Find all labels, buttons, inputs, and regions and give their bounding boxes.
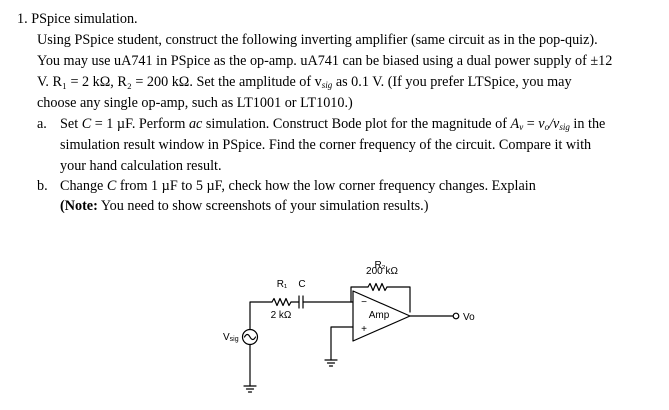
opamp-label: Amp bbox=[369, 310, 390, 321]
intro-line-1: Using PSpice student, construct the foll… bbox=[37, 32, 598, 48]
wire-plus-to-ground bbox=[330, 326, 354, 361]
intro-line-4: choose any single op-amp, such as LT1001… bbox=[37, 95, 353, 111]
ground-symbol-plus bbox=[324, 359, 338, 367]
wire-r2-to-output bbox=[386, 286, 411, 313]
r2-resistor bbox=[367, 282, 388, 292]
problem-number: 1. bbox=[17, 11, 28, 27]
opamp-minus-sign: − bbox=[361, 297, 367, 308]
part-b-line-2: (Note: You need to show screenshots of y… bbox=[60, 198, 429, 214]
wire-source-to-r1 bbox=[249, 301, 273, 331]
wire-node-to-r2 bbox=[350, 286, 369, 303]
part-a-line-2: simulation result window in PSpice. Find… bbox=[60, 137, 592, 153]
r1-label: R₁ bbox=[277, 279, 288, 290]
part-b-line-1: Change C from 1 µF to 5 µF, check how th… bbox=[60, 178, 536, 194]
part-b-label: b. bbox=[37, 178, 48, 194]
vo-label: Vo bbox=[463, 312, 475, 323]
problem-header: 1. PSpice simulation. bbox=[17, 10, 138, 28]
part-a-line-3: your hand calculation result. bbox=[60, 158, 222, 174]
ground-symbol-source bbox=[243, 385, 257, 393]
part-a-label: a. bbox=[37, 116, 47, 132]
vsig-label: Vsig bbox=[223, 332, 239, 343]
intro-line-2: You may use uA741 in PSpice as the op-am… bbox=[37, 53, 613, 69]
intro-line-3: V. R₁ = 2 kΩ, R₂ = 200 kΩ. Set the ampli… bbox=[37, 74, 572, 90]
r2-label: R₂ bbox=[374, 260, 385, 271]
c-label: C bbox=[298, 279, 305, 290]
opamp-triangle bbox=[352, 290, 411, 342]
part-a-line-1: Set C = 1 µF. Perform ac simulation. Con… bbox=[60, 116, 606, 132]
opamp-plus-sign: + bbox=[361, 324, 367, 335]
problem-title: PSpice simulation. bbox=[31, 11, 138, 27]
r1-value: 2 kΩ bbox=[271, 310, 292, 321]
vo-terminal bbox=[452, 312, 460, 320]
r2-value: 200 kΩ bbox=[366, 266, 398, 277]
vsig-sine-glyph bbox=[243, 333, 257, 341]
r1-resistor bbox=[271, 297, 292, 307]
